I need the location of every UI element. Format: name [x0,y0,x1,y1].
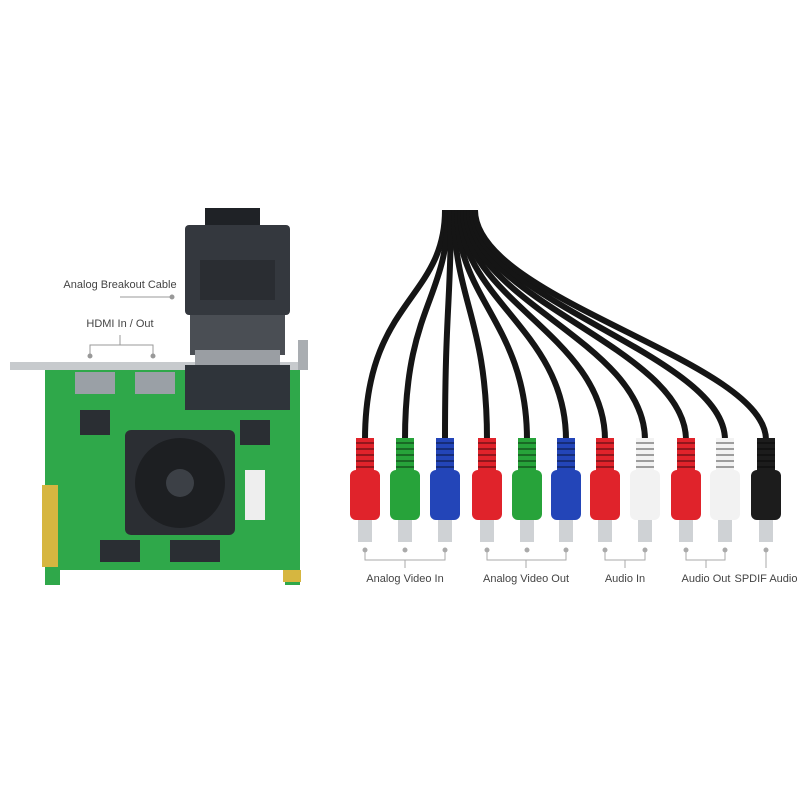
cable [463,209,648,441]
breakout-cables [362,209,769,441]
label-analog-video-in: Analog Video In [366,573,444,585]
rca-connector [430,438,460,542]
cable [460,209,608,441]
label-spdif-audio: SPDIF Audio [734,573,798,585]
cable [362,209,448,441]
rca-connector [350,438,380,542]
cable [454,209,530,441]
label-hdmi-in-out: HDMI In / Out [86,318,154,330]
rca-connector [472,438,502,542]
rca-connector [590,438,620,542]
rca-connector [710,438,740,542]
group-brackets [362,547,769,568]
cable [402,209,451,441]
rca-connector [751,438,781,542]
label-audio-in: Audio In [604,573,646,585]
cooling-fan [125,430,235,535]
cable [472,209,769,441]
cable [442,209,454,441]
rca-connector [671,438,701,542]
label-analog-breakout-cable: Analog Breakout Cable [63,279,177,291]
cable [451,209,490,441]
rca-connector [390,438,420,542]
pci-bracket [10,340,308,370]
rca-connectors [350,438,781,542]
rca-connector [551,438,581,542]
db-connector [185,208,290,365]
rca-connector [512,438,542,542]
cable [469,209,728,441]
label-audio-out: Audio Out [681,573,731,585]
cable [457,209,569,441]
rca-connector [630,438,660,542]
leader-lines [87,294,175,359]
cable [466,209,689,441]
label-analog-video-out: Analog Video Out [482,573,570,585]
